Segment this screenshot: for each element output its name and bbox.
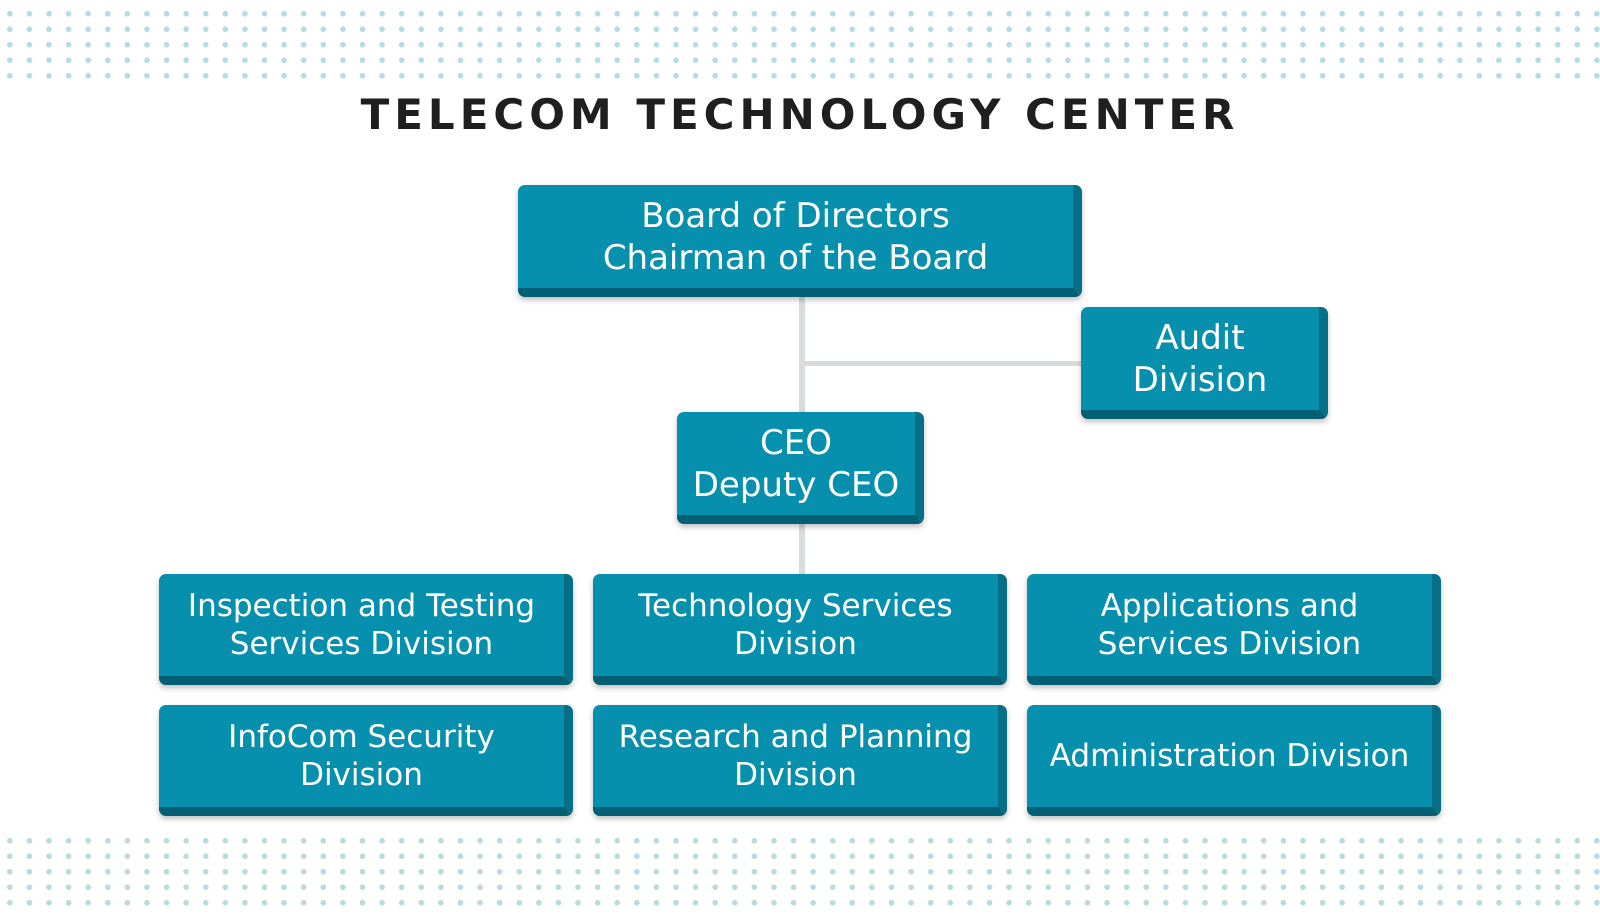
- dot-pattern-top: [0, 6, 1600, 84]
- board-line-2: Chairman of the Board: [602, 237, 989, 278]
- audit-division-box: Audit Division: [1081, 307, 1328, 419]
- division-line-1: Administration Division: [1049, 738, 1410, 774]
- division-box-inspection-testing: Inspection and Testing Services Division: [159, 574, 573, 685]
- ceo-line-2: Deputy CEO: [692, 464, 900, 505]
- division-box-research-planning: Research and Planning Division: [593, 705, 1007, 816]
- division-line-2: Services Division: [1097, 626, 1362, 662]
- division-box-applications-services: Applications and Services Division: [1027, 574, 1441, 685]
- division-line-1: Applications and: [1100, 588, 1359, 624]
- dot-pattern-bottom: [0, 833, 1600, 913]
- board-line-1: Board of Directors: [641, 195, 950, 236]
- division-line-2: Division: [300, 757, 423, 793]
- chart-title: TELECOM TECHNOLOGY CENTER: [360, 90, 1240, 139]
- board-of-directors-box: Board of Directors Chairman of the Board: [518, 185, 1082, 297]
- division-line-1: InfoCom Security: [228, 719, 495, 755]
- division-box-infocom-security: InfoCom Security Division: [159, 705, 573, 816]
- audit-line-2: Division: [1132, 359, 1268, 400]
- connector-to-audit: [799, 361, 1081, 366]
- division-line-1: Research and Planning: [618, 719, 973, 755]
- division-line-2: Services Division: [229, 626, 494, 662]
- division-line-2: Division: [734, 757, 857, 793]
- division-line-1: Inspection and Testing: [187, 588, 536, 624]
- audit-line-1: Audit: [1155, 317, 1245, 358]
- division-box-technology-services: Technology Services Division: [593, 574, 1007, 685]
- ceo-box: CEO Deputy CEO: [677, 412, 924, 524]
- division-box-administration: Administration Division: [1027, 705, 1441, 816]
- ceo-line-1: CEO: [760, 422, 832, 463]
- division-line-2: Division: [734, 626, 857, 662]
- division-line-1: Technology Services: [638, 588, 953, 624]
